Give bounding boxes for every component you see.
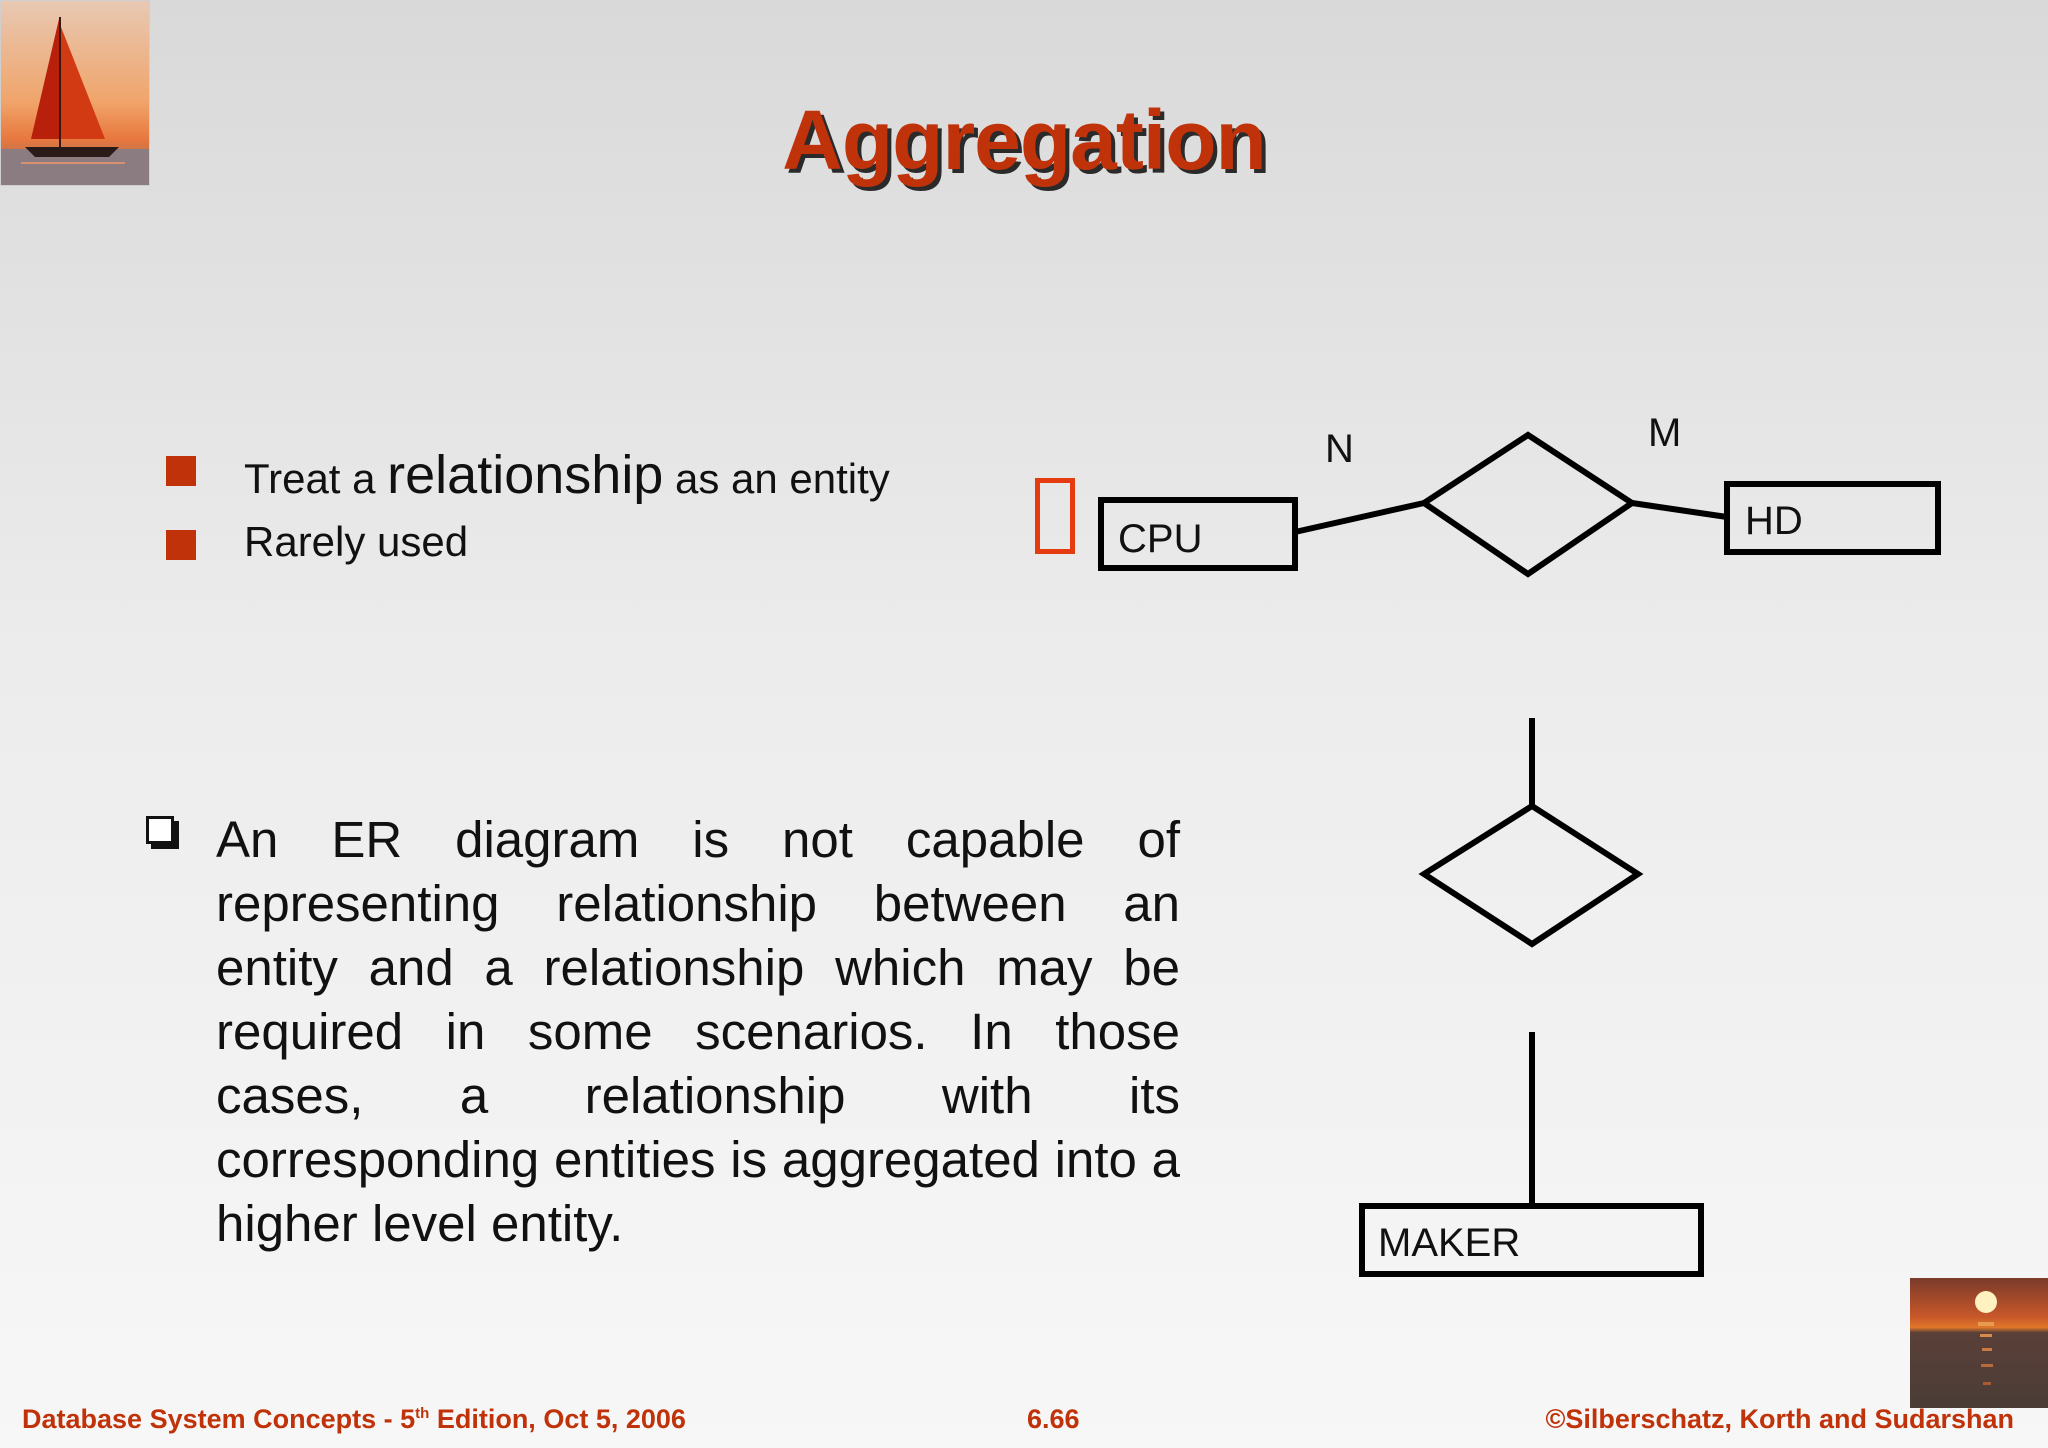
cardinality-n-label: N: [1325, 427, 1354, 471]
entity-hd-label: HD: [1745, 499, 1803, 543]
footer-page-number: 6.66: [1027, 1404, 1080, 1435]
sunset-image: [1910, 1278, 2048, 1408]
footer-book-title: Database System Concepts - 5: [22, 1404, 415, 1434]
relationship-diamond: [1424, 435, 1632, 574]
aggregation-relationship-diamond: [1424, 806, 1638, 944]
sunset-logo: [1910, 1278, 2048, 1408]
cardinality-m-label: M: [1648, 411, 1681, 455]
footer-left: Database System Concepts - 5th Edition, …: [22, 1404, 686, 1435]
footer-copyright: ©Silberschatz, Korth and Sudarshan: [1546, 1404, 2014, 1435]
hd-relationship-line: [1632, 503, 1727, 517]
cpu-relationship-line: [1295, 503, 1424, 532]
footer-edition-date: Edition, Oct 5, 2006: [429, 1404, 686, 1434]
entity-maker-label: MAKER: [1378, 1221, 1520, 1265]
entity-cpu-label: CPU: [1118, 517, 1202, 561]
footer-edition-suffix: th: [415, 1405, 429, 1422]
